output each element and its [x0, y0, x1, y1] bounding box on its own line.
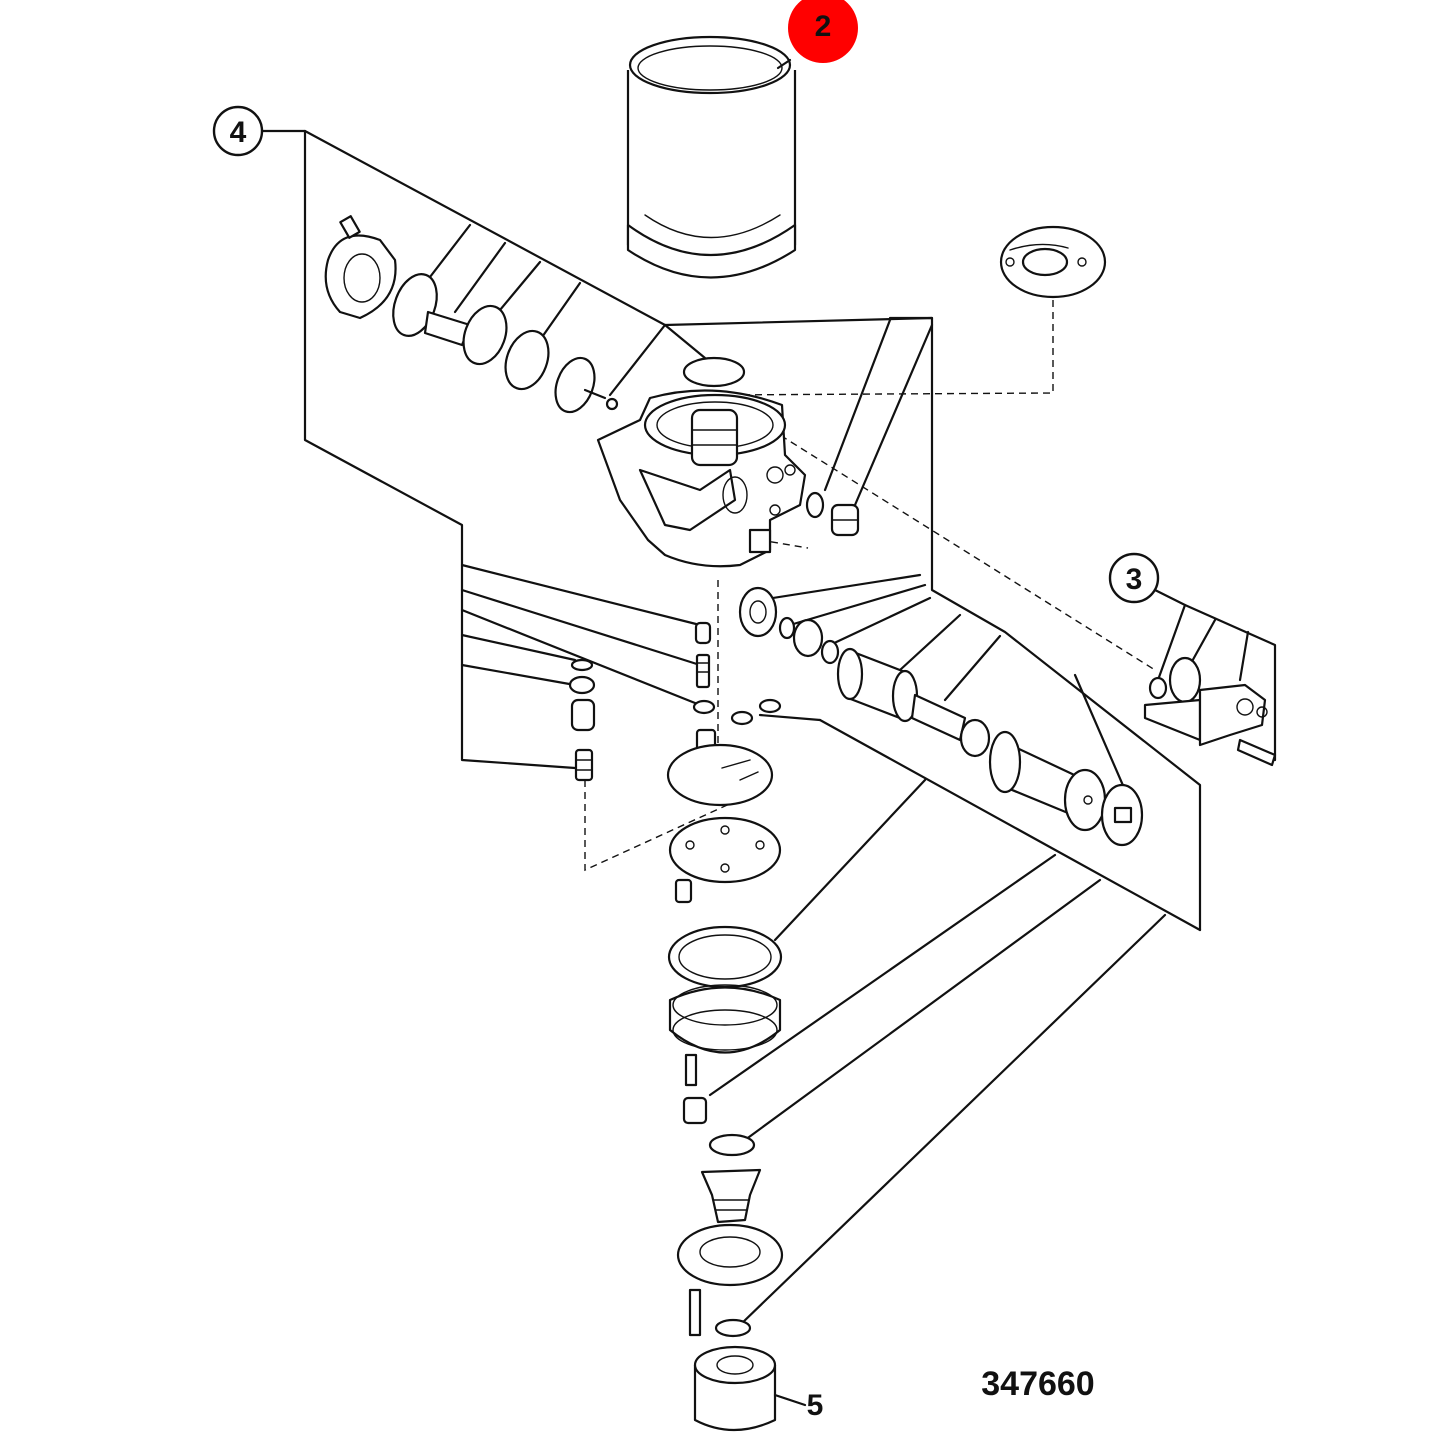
callout-3-label: 3 — [1126, 563, 1143, 596]
body-fittings — [805, 491, 860, 537]
callout-2-label: 2 — [815, 10, 832, 43]
callout-5-label: 5 — [807, 1389, 824, 1422]
diaphragm-plates — [666, 728, 782, 904]
valve-body — [596, 389, 807, 568]
leader-frame-4 — [260, 129, 707, 770]
bottom-stack — [667, 925, 807, 1432]
drawing-number: 347660 — [981, 1365, 1094, 1403]
filter-canister — [626, 35, 797, 279]
callout-5: 5 — [807, 1389, 824, 1422]
retaining-plate — [999, 225, 1107, 299]
leader-frame-main — [663, 316, 1202, 1327]
callout-2-highlight — [788, 0, 858, 63]
callout-3: 3 — [1108, 552, 1160, 604]
sensor-group-3 — [1143, 656, 1277, 767]
callout-2: 2 — [776, 0, 858, 70]
callout-4-label: 4 — [230, 116, 247, 149]
callout-4: 4 — [212, 105, 264, 157]
cover-group-left — [324, 215, 746, 414]
leader-frame-3 — [1153, 588, 1277, 762]
center-small-parts — [568, 621, 782, 782]
valve-train — [738, 586, 1144, 847]
